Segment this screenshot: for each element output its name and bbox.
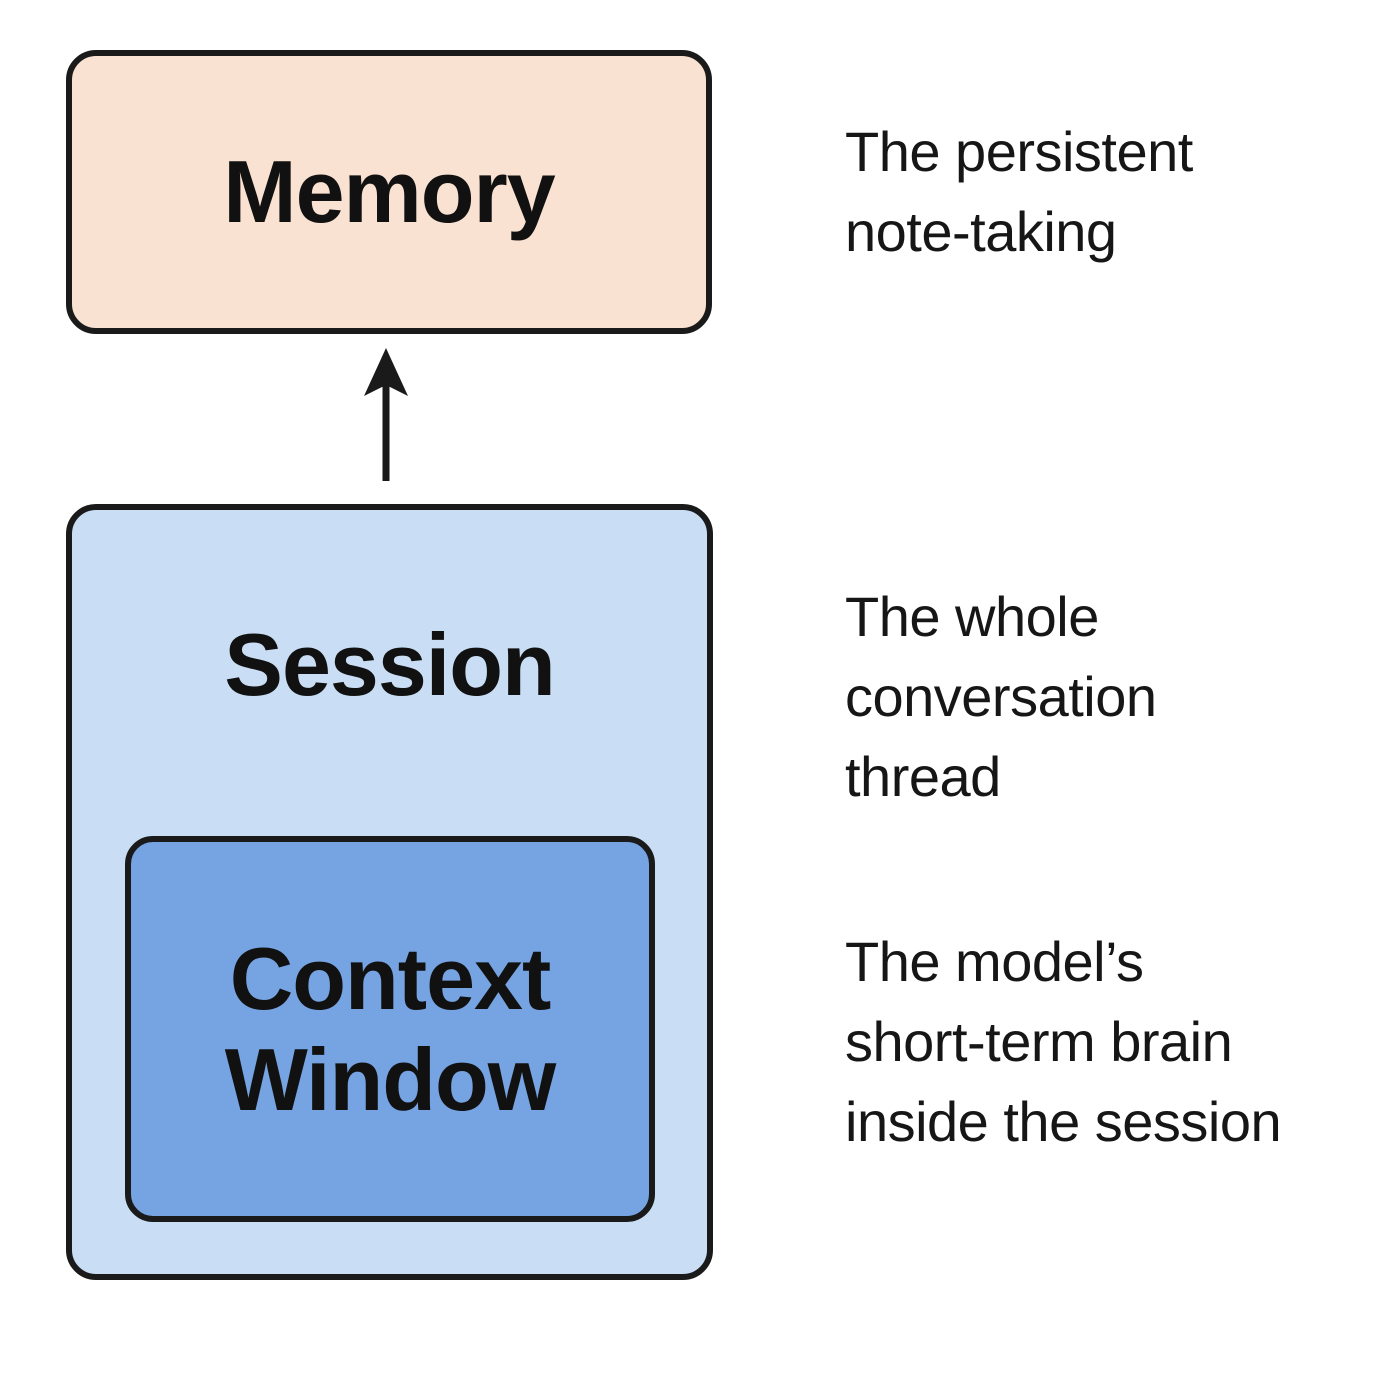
session-annotation: The whole conversation thread	[845, 585, 1157, 808]
memory-box-label: Memory	[223, 142, 555, 242]
session-box-label: Session	[224, 615, 555, 714]
context-window-box-label: Context Window	[224, 928, 556, 1129]
memory-box: Memory	[66, 50, 712, 334]
up-arrow-icon	[356, 346, 416, 486]
context-window-box: Context Window	[125, 836, 655, 1222]
memory-annotation: The persistent note-taking	[845, 120, 1193, 263]
context-window-annotation: The model’s short-term brain inside the …	[845, 930, 1282, 1153]
